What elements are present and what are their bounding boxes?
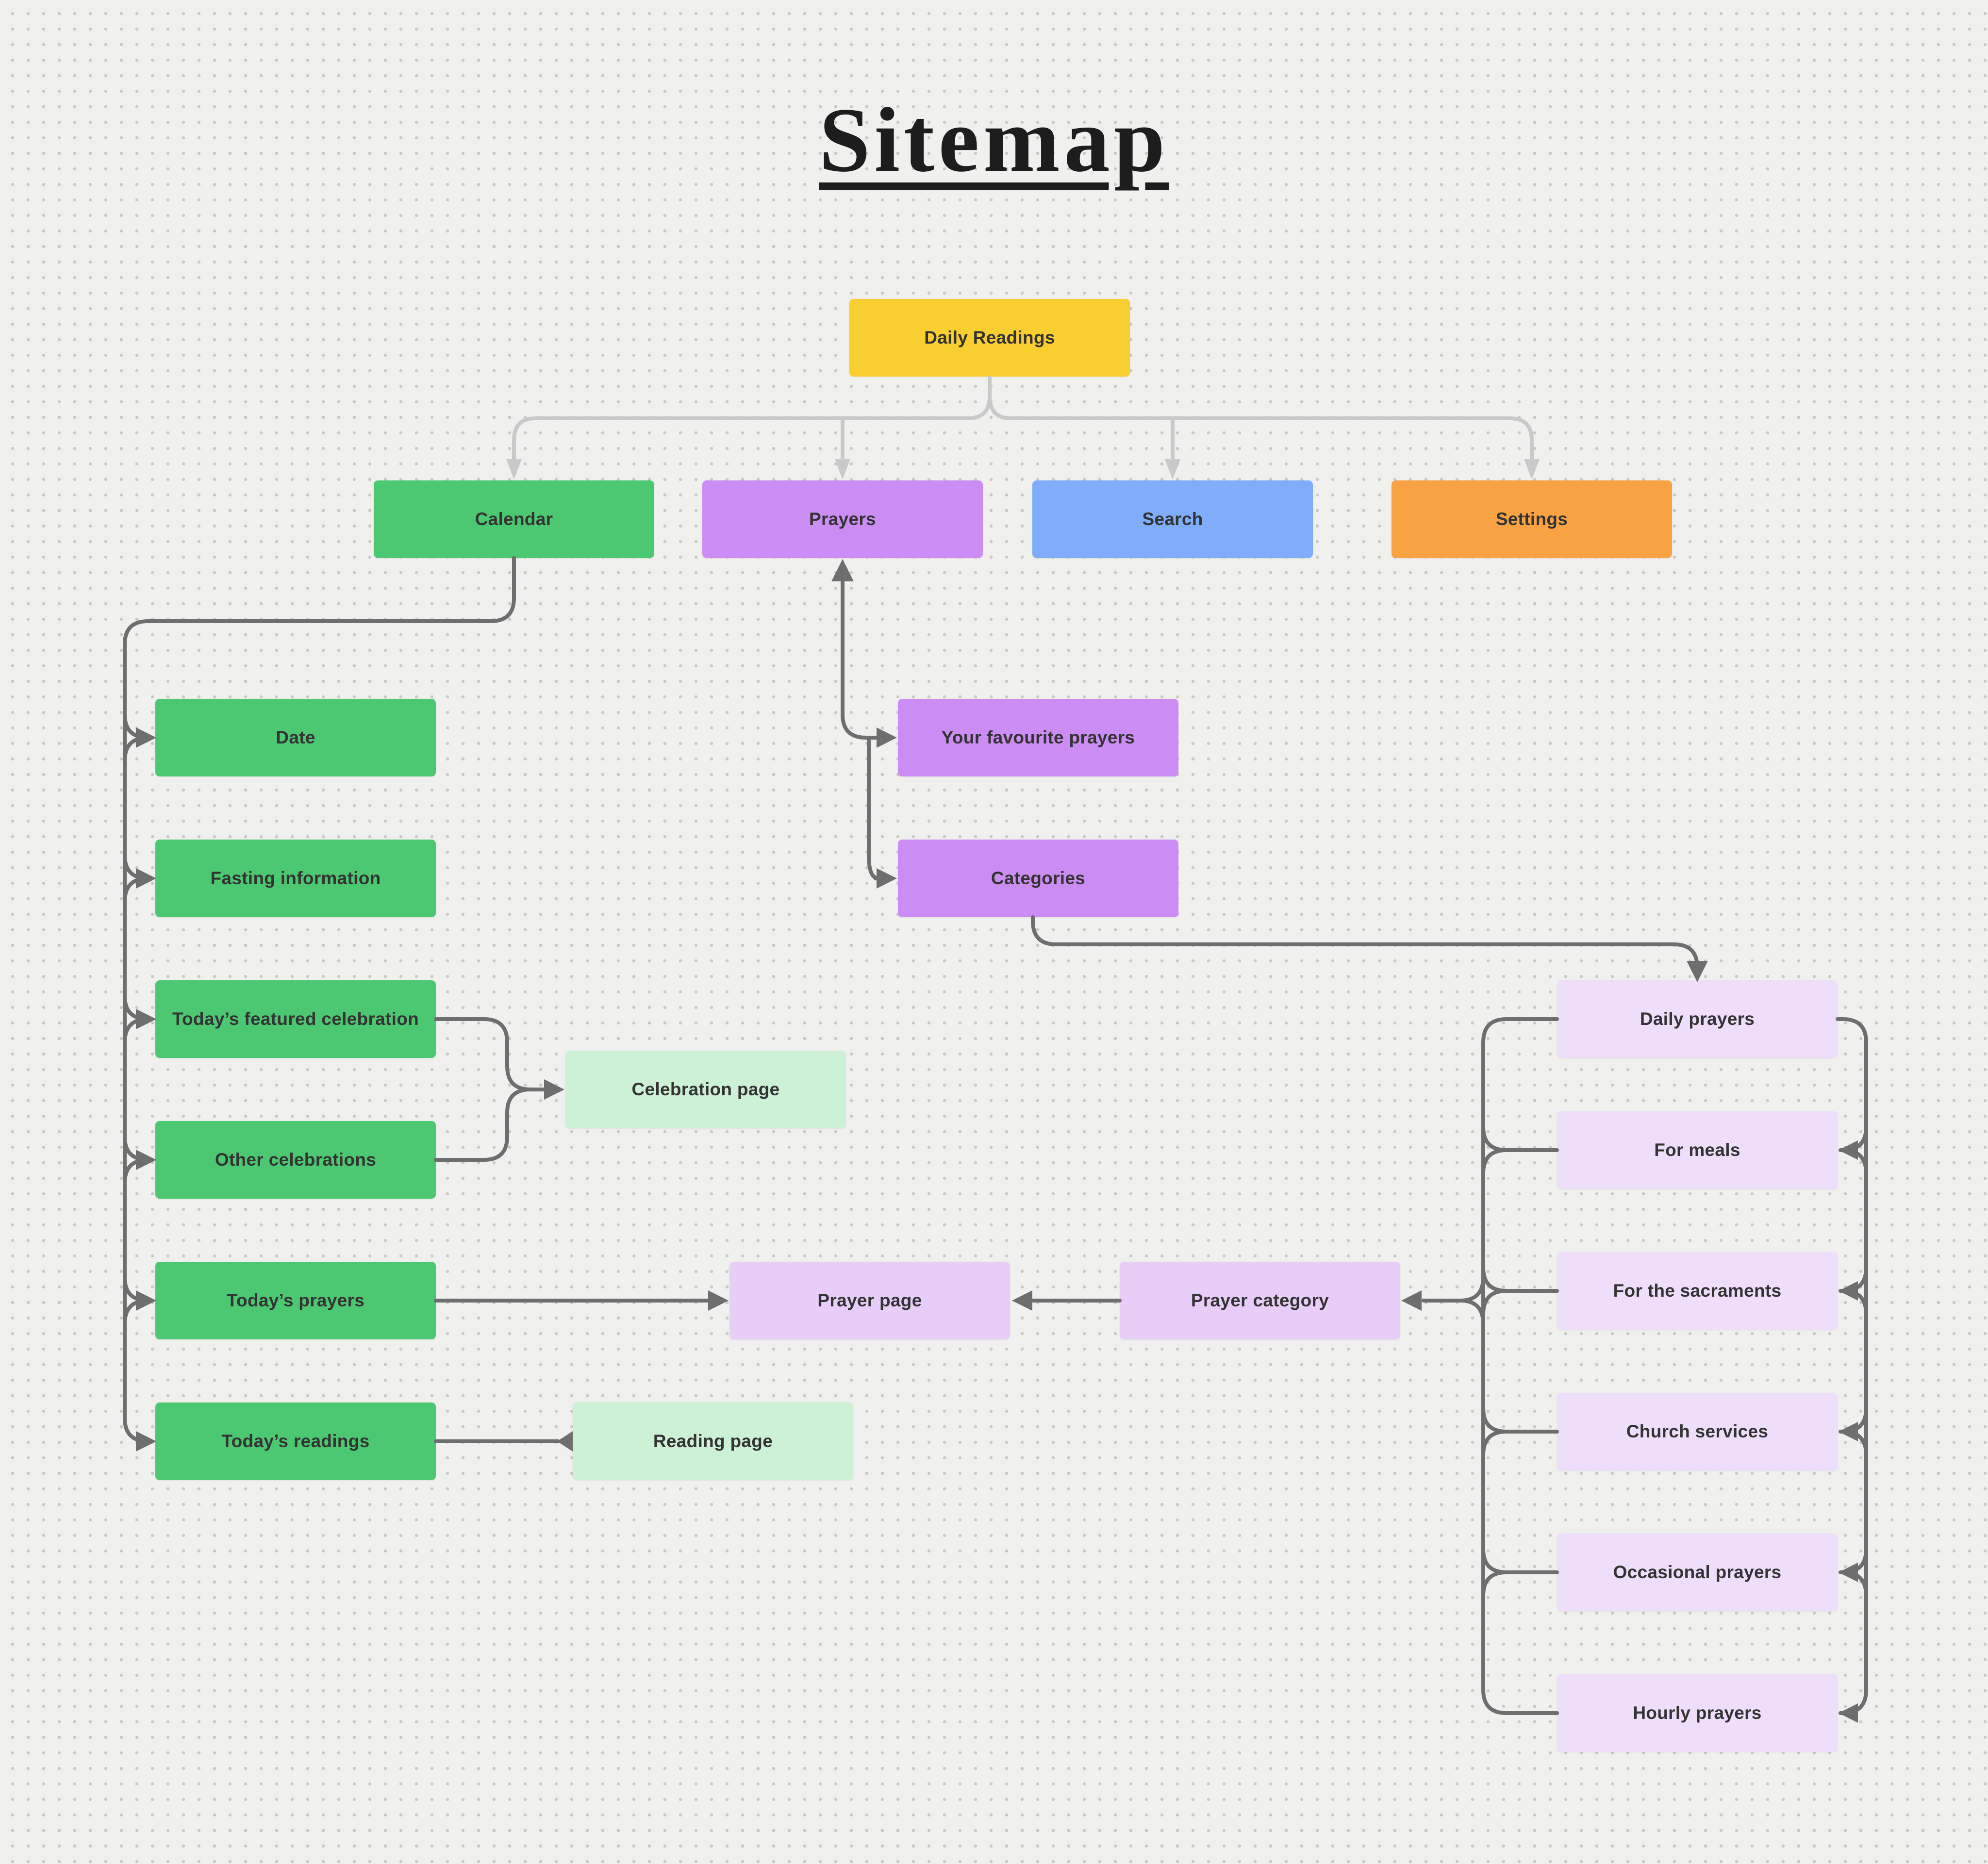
arrowhead-ah-church [1839,1422,1858,1441]
node-label-your-favourite-prayers: Your favourite prayers [941,727,1135,747]
node-label-settings: Settings [1495,509,1568,529]
node-label-hourly-prayers: Hourly prayers [1633,1702,1762,1723]
arrowhead-ah-sacraments [1839,1281,1858,1301]
node-reading-page[interactable]: Reading page [573,1402,853,1480]
edge-categories-to-daily-prayers [1031,915,1699,973]
node-label-prayers: Prayers [809,509,876,529]
arrowhead-ah-prayer-page-left [708,1290,729,1311]
node-label-church-services: Church services [1626,1421,1769,1441]
node-label-for-the-sacraments: For the sacraments [1613,1280,1782,1301]
node-label-occasional-prayers: Occasional prayers [1613,1562,1782,1582]
node-celebration-page[interactable]: Celebration page [565,1051,846,1128]
node-label-categories: Categories [991,868,1086,888]
arrowhead-ah-fasting [136,868,156,889]
node-fasting-information[interactable]: Fasting information [155,840,436,917]
node-hourly-prayers[interactable]: Hourly prayers [1557,1674,1838,1752]
node-label-celebration-page: Celebration page [631,1079,780,1099]
arrowhead-ah-daily-prayers-top [1687,961,1708,982]
node-daily-prayers[interactable]: Daily prayers [1557,980,1838,1058]
node-for-the-sacraments[interactable]: For the sacraments [1557,1252,1838,1330]
node-daily-readings[interactable]: Daily Readings [849,299,1130,377]
node-label-todays-featured-celebration: Today’s featured celebration [172,1008,419,1029]
node-label-date: Date [276,727,315,747]
arrowhead-ah-other [136,1150,156,1170]
arrowhead-ah-date [136,727,156,748]
arrowhead-ah-prayers-top [835,459,850,479]
arrowhead-ah-featured [136,1009,156,1029]
arrowhead-ah-prayer-page-right [1012,1290,1032,1311]
node-church-services[interactable]: Church services [1557,1393,1838,1470]
node-search[interactable]: Search [1032,480,1313,558]
node-todays-readings[interactable]: Today’s readings [155,1402,436,1480]
arrowhead-ah-celebration [544,1079,564,1100]
node-label-prayer-category: Prayer category [1191,1290,1329,1310]
arrowhead-ah-prayer-category [1401,1290,1422,1311]
edge-right-col-left-trunk [1422,1017,1559,1715]
node-prayer-page[interactable]: Prayer page [729,1262,1010,1339]
node-categories[interactable]: Categories [898,840,1178,917]
arrowhead-ah-occasional [1839,1563,1858,1582]
arrowhead-ah-calendar-top [506,459,522,479]
node-todays-featured-celebration[interactable]: Today’s featured celebration [155,980,436,1058]
node-label-fasting-information: Fasting information [210,868,381,888]
node-label-daily-prayers: Daily prayers [1640,1008,1755,1029]
node-label-daily-readings: Daily Readings [924,327,1055,347]
edge-root-bus-left [512,376,992,462]
node-prayers[interactable]: Prayers [702,480,983,558]
page-title-text[interactable]: Sitemap [819,89,1169,191]
node-todays-prayers[interactable]: Today’s prayers [155,1262,436,1339]
arrowhead-ah-todays-readings [136,1431,156,1452]
node-occasional-prayers[interactable]: Occasional prayers [1557,1534,1838,1611]
arrowhead-ah-reading [557,1431,573,1452]
node-label-for-meals: For meals [1654,1139,1740,1160]
arrowhead-ah-hourly [1839,1703,1858,1723]
arrowhead-ah-settings-top [1524,459,1540,479]
node-other-celebrations[interactable]: Other celebrations [155,1121,436,1199]
node-label-todays-prayers: Today’s prayers [226,1290,365,1310]
edge-root-bus-right [988,376,1534,462]
arrowhead-ah-search-top [1165,459,1180,479]
node-label-prayer-page: Prayer page [817,1290,922,1310]
arrowhead-ah-prayers-bottom [831,559,854,581]
node-label-search: Search [1142,509,1203,529]
arrowhead-ah-yfp [877,727,897,748]
edge-right-col-right-trunk [1836,1017,1868,1715]
node-label-calendar: Calendar [475,509,553,529]
node-label-reading-page: Reading page [653,1431,773,1451]
edge-prayers-trunk [841,578,880,880]
node-label-todays-readings: Today’s readings [221,1431,370,1451]
node-prayer-category[interactable]: Prayer category [1120,1262,1400,1339]
page-title: Sitemap [0,87,1988,193]
node-your-favourite-prayers[interactable]: Your favourite prayers [898,699,1178,776]
arrowhead-ah-todays-prayers [136,1290,156,1311]
arrowhead-ah-categories [877,868,897,889]
edge-celebration-merge [434,1017,546,1162]
node-label-other-celebrations: Other celebrations [215,1149,377,1170]
node-calendar[interactable]: Calendar [374,480,654,558]
arrowhead-ah-for-meals [1839,1140,1858,1160]
node-for-meals[interactable]: For meals [1557,1111,1838,1189]
node-date[interactable]: Date [155,699,436,776]
node-settings[interactable]: Settings [1392,480,1672,558]
